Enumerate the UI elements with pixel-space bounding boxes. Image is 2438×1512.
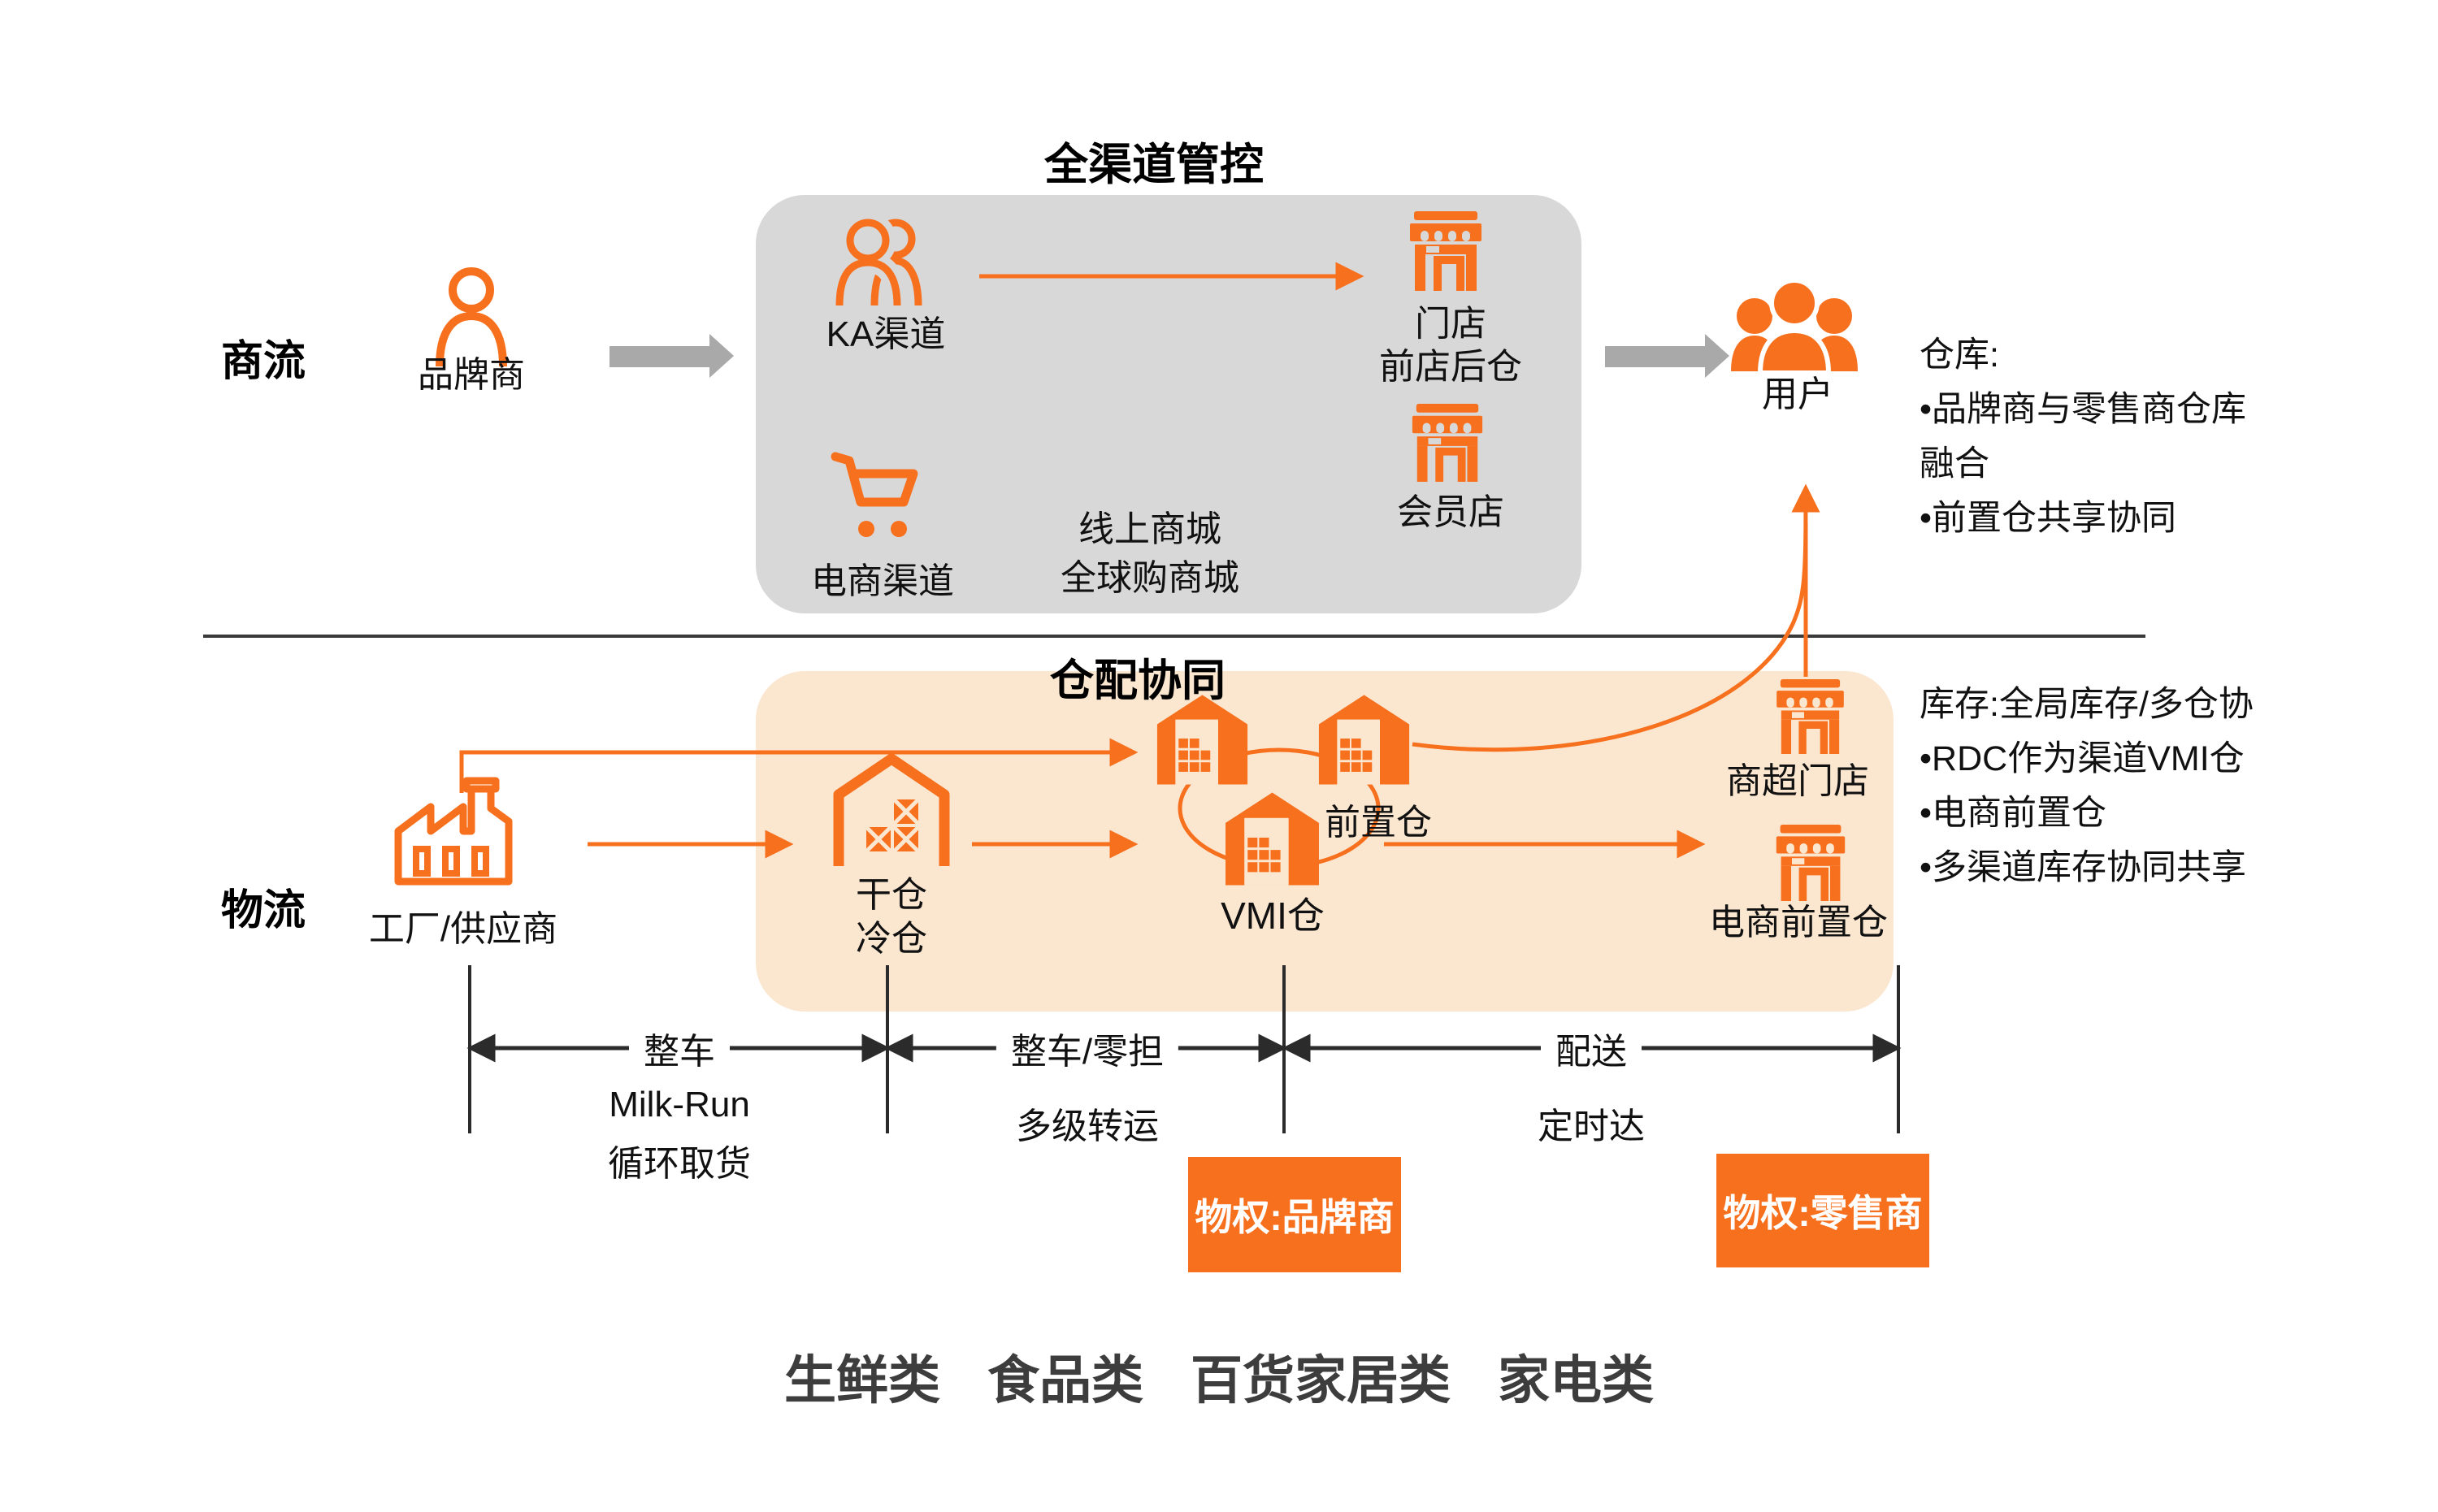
logistics-lane-label: 物流 [221,887,306,934]
supermarket-label: 商超门店 [1726,761,1869,801]
logistics-zone-title: 仓配协同 [1050,656,1226,705]
member-store-label: 会员店 [1397,492,1504,532]
storefront-icon-supermarket [1776,679,1844,754]
ec-front-warehouse-label: 电商前置仓 [1709,903,1888,942]
seg1-mode-label: 整车 [629,1022,730,1074]
warehouse-note-line: •品牌商与零售商仓库 [1920,390,2247,429]
vmi-warehouse-label: VMI仓 [1221,895,1325,937]
ka-channel-label: KA渠道 [826,314,946,354]
category-appliance: 家电类 [1498,1351,1654,1410]
factory-to-frontwh-route [459,738,1139,793]
inventory-note-line: 库存:全局库存/多仓协 [1920,685,2254,724]
warehouse-note-line: 融合 [1920,444,1989,483]
category-general-home: 百货家居类 [1191,1351,1451,1410]
warehouse-icon-front-left [1156,695,1248,785]
online-mall-label-line1: 线上商城 [1078,509,1221,549]
brand-label: 品牌商 [418,355,525,395]
category-food: 食品类 [987,1351,1143,1410]
seg2-transfer-label: 多级转运 [1016,1107,1159,1146]
ec-channel-label: 电商渠道 [811,561,954,601]
cart-icon [831,452,918,537]
brand-to-panel-arrow [610,334,734,378]
seg1-milkrun-label: Milk-Run [609,1085,750,1124]
users-icon [1731,278,1858,375]
factory-icon [394,777,513,886]
warehouse-note-line: 仓库: [1920,336,1999,375]
storefront-icon-store [1410,211,1481,291]
inventory-note-line: •RDC作为渠道VMI仓 [1920,739,2245,778]
warehouse-icon-vmi [1226,792,1319,886]
seg3-ontime-label: 定时达 [1538,1107,1645,1146]
commerce-lane-label: 商流 [221,338,306,385]
online-mall-label-line2: 全球购商城 [1061,558,1239,598]
users-label: 用户 [1762,375,1833,414]
retailer-ownership-badge: 物权:零售商 [1716,1154,1929,1267]
store-label-line2: 前店后仓 [1379,347,1522,387]
warehouse-icon-front-right [1318,695,1410,785]
dry-warehouse-label-line2: 冷仓 [856,919,927,959]
inventory-note: 库存:全局库存/多仓协 •RDC作为渠道VMI仓 •电商前置仓 •多渠道库存协同… [1920,678,2254,895]
warehouse-note: 仓库: •品牌商与零售商仓库 融合 •前置仓共享协同 [1920,328,2246,546]
two-person-icon [829,212,922,306]
category-row: 生鲜类 食品类 百货家居类 家电类 [0,1339,2438,1414]
storefront-icon-ecfront [1776,825,1846,901]
inventory-note-line: •多渠道库存协同共享 [1920,848,2247,887]
seg2-mode-label: 整车/零担 [996,1022,1179,1074]
factory-label: 工厂/供应商 [368,909,558,949]
brand-ownership-badge: 物权:品牌商 [1188,1157,1401,1272]
dry-warehouse-label-line1: 干仓 [856,875,927,915]
warehouse-icon-dry [833,753,950,866]
inventory-note-line: •电商前置仓 [1920,794,2107,833]
category-fresh: 生鲜类 [784,1351,940,1410]
store-label-line1: 门店 [1415,304,1486,344]
front-warehouse-label: 前置仓 [1325,803,1432,843]
storefront-icon-member [1412,404,1483,482]
commerce-zone-title: 全渠道管控 [1044,141,1264,189]
seg3-mode-label: 配送 [1541,1022,1642,1074]
seg1-cycle-label: 循环取货 [608,1144,751,1184]
person-icon [436,267,507,367]
panel-to-users-arrow [1605,334,1729,378]
warehouse-note-line: •前置仓共享协同 [1920,499,2177,538]
